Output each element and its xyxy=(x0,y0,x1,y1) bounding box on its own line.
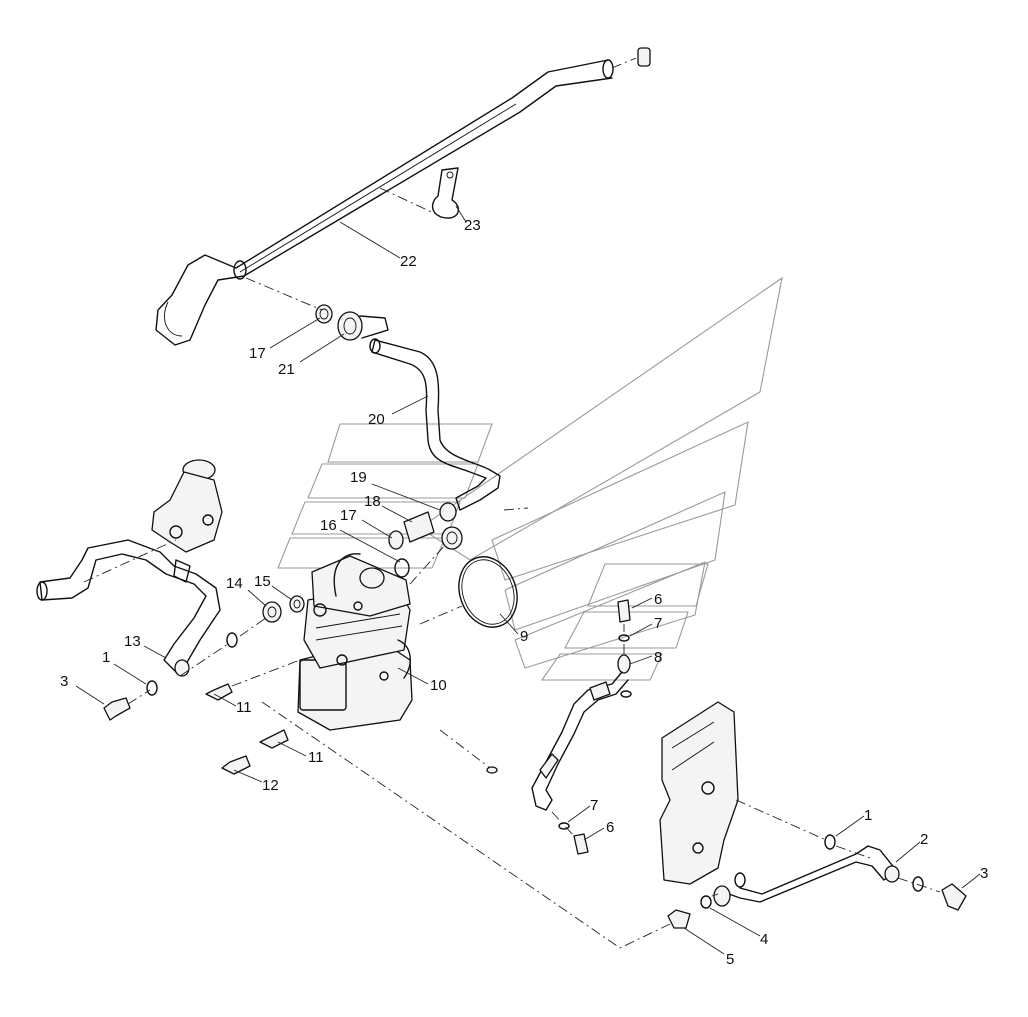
callout-15: 15 xyxy=(254,573,271,590)
callout-1-left: 1 xyxy=(102,649,110,666)
callout-6-upper: 6 xyxy=(654,591,662,608)
hose-19 xyxy=(439,502,457,522)
washer-1-left xyxy=(146,680,158,696)
thermostat-housing xyxy=(151,459,223,553)
callout-23: 23 xyxy=(464,217,481,234)
washer-7-lower xyxy=(558,822,570,830)
bolt-12 xyxy=(221,755,251,775)
washer-left xyxy=(226,632,238,648)
callout-20: 20 xyxy=(368,411,385,428)
callout-16: 16 xyxy=(320,517,337,534)
hose-20 xyxy=(369,338,501,511)
callout-19: 19 xyxy=(350,469,367,486)
pipe-clamp-23 xyxy=(431,167,459,219)
bolt-3-left xyxy=(103,697,131,721)
banjo-8 xyxy=(617,654,631,674)
callout-18: 18 xyxy=(364,493,381,510)
cover-bracket xyxy=(659,701,739,885)
washer-4 xyxy=(700,895,712,909)
callout-13: 13 xyxy=(124,633,141,650)
callout-17-mid: 17 xyxy=(340,507,357,524)
hose-clip-17-mid xyxy=(388,530,404,550)
callout-21: 21 xyxy=(278,361,295,378)
washer-small-mid xyxy=(486,766,498,774)
o-ring-small xyxy=(394,558,410,578)
washer-right-3 xyxy=(912,876,924,892)
washer-right-top xyxy=(734,872,746,888)
o-ring-9 xyxy=(458,556,518,628)
callout-14: 14 xyxy=(226,575,243,592)
callout-9: 9 xyxy=(520,628,528,645)
bolt-6-upper xyxy=(617,599,631,623)
callout-12: 12 xyxy=(262,777,279,794)
callout-6-lower: 6 xyxy=(606,819,614,836)
fitting-16 xyxy=(441,526,463,550)
bolt-11-upper xyxy=(205,683,233,701)
fitting-14 xyxy=(262,601,282,623)
callout-10: 10 xyxy=(430,677,447,694)
washer-upper-lower xyxy=(620,690,632,698)
alignment-lines xyxy=(83,187,941,949)
callout-2: 2 xyxy=(920,831,928,848)
callout-3-right: 3 xyxy=(980,865,988,882)
air-compressor xyxy=(297,553,413,731)
pipe-13 xyxy=(36,539,221,677)
washer-1-right xyxy=(824,834,836,850)
callout-labels: 23 22 17 21 20 19 18 17 16 14 15 13 1 3 … xyxy=(60,217,988,968)
bolt-6-lower xyxy=(573,833,589,855)
callout-11-lower: 11 xyxy=(308,749,324,766)
callout-4: 4 xyxy=(760,931,768,948)
seal-15 xyxy=(289,595,305,613)
hose-clip-17-top xyxy=(315,304,333,324)
leader-lines xyxy=(75,205,981,955)
callout-7-upper: 7 xyxy=(654,615,662,632)
bolt-5 xyxy=(667,909,691,929)
callout-8: 8 xyxy=(654,649,662,666)
callout-22: 22 xyxy=(400,253,417,270)
callout-3-left: 3 xyxy=(60,673,68,690)
callout-1-right: 1 xyxy=(864,807,872,824)
end-fitting xyxy=(611,47,651,69)
coolant-pipe-22 xyxy=(155,59,614,346)
callout-17-top: 17 xyxy=(249,345,266,362)
callout-7-lower: 7 xyxy=(590,797,598,814)
bolt-3-right xyxy=(941,883,967,911)
pipe-2 xyxy=(713,845,900,907)
washer-7-upper xyxy=(618,634,630,642)
callout-11-upper: 11 xyxy=(236,699,252,716)
sleeve-18 xyxy=(403,511,435,543)
grommet-21 xyxy=(337,311,389,341)
oil-line xyxy=(531,671,629,811)
callout-5: 5 xyxy=(726,951,734,968)
